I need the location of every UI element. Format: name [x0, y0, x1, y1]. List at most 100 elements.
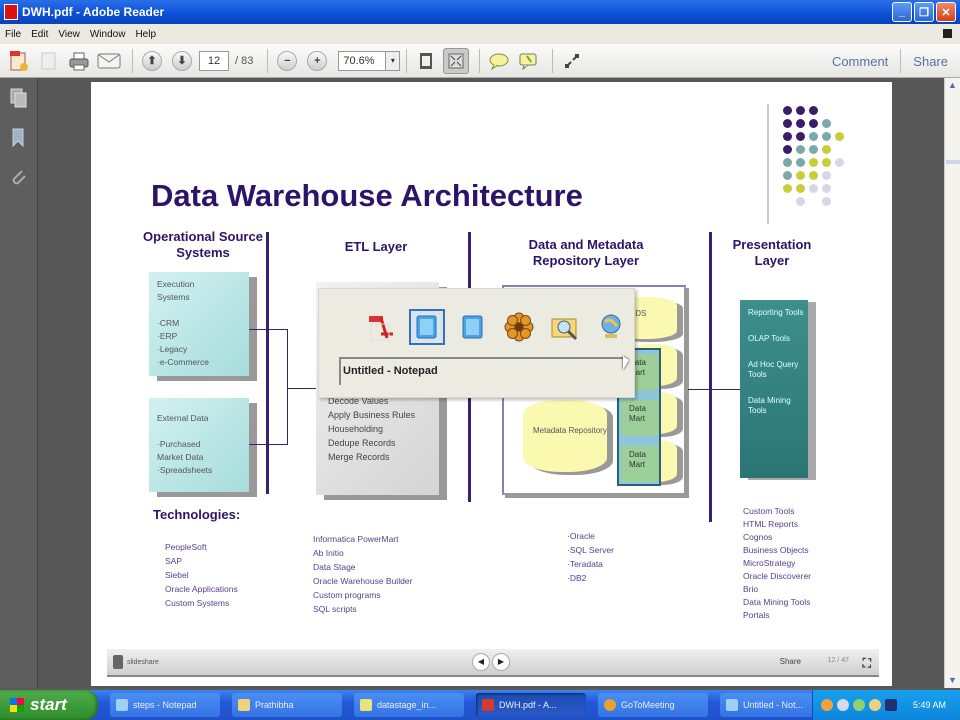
toolbar-separator — [132, 48, 133, 73]
zoom-out-button[interactable]: − — [274, 48, 300, 74]
restore-button[interactable]: ❐ — [914, 2, 934, 22]
switch-notepad-untitled[interactable] — [409, 309, 445, 345]
taskbar-item-datastage[interactable]: datastage_in... — [354, 693, 464, 717]
scroll-up-icon[interactable]: ▲ — [948, 80, 957, 90]
tray-icon[interactable] — [885, 699, 897, 711]
switch-adobe-reader[interactable] — [363, 309, 399, 345]
tray-icon[interactable] — [869, 699, 881, 711]
fullscreen-icon[interactable]: ⛶ — [862, 656, 871, 670]
menu-view[interactable]: View — [58, 28, 80, 40]
plus-icon: + — [307, 50, 328, 71]
slideshare-viewer-bar: slideshare ◀ ▶ Share 12 / 47 ⛶ — [107, 649, 879, 677]
connector-line — [249, 444, 287, 445]
gotomeeting-icon — [604, 699, 616, 711]
previous-page-button[interactable]: ⬆ — [139, 48, 165, 74]
globe-icon — [601, 314, 621, 338]
sticky-note-button[interactable] — [486, 48, 512, 74]
expand-button[interactable] — [559, 48, 585, 74]
alt-tab-selected-label: Untitled - Notepad — [339, 357, 623, 385]
notepad-icon — [726, 699, 738, 711]
create-pdf-icon — [10, 50, 28, 71]
pdf-icon — [482, 699, 494, 711]
close-button[interactable]: ✕ — [936, 2, 956, 22]
create-pdf-button[interactable] — [6, 48, 32, 74]
vertical-scrollbar[interactable]: ▲ ▼ — [944, 78, 960, 688]
scroll-thumb[interactable] — [946, 160, 960, 164]
zoom-in-button[interactable]: + — [304, 48, 330, 74]
toolbar-separator — [406, 48, 408, 73]
menu-help[interactable]: Help — [135, 28, 157, 40]
page-total: / 83 — [235, 54, 254, 67]
taskbar: start steps - Notepad Prathibha datastag… — [0, 690, 960, 720]
connector-line — [287, 329, 288, 445]
taskbar-item-untitled-notepad[interactable]: Untitled - Not... — [720, 693, 830, 717]
slideshare-icon — [113, 655, 123, 669]
email-button[interactable] — [96, 48, 122, 74]
next-slide-button[interactable]: ▶ — [492, 653, 510, 671]
previous-slide-button[interactable]: ◀ — [472, 653, 490, 671]
close-document-button[interactable] — [943, 29, 952, 38]
next-page-button[interactable]: ⬇ — [169, 48, 195, 74]
fit-page-button[interactable] — [443, 47, 470, 74]
pages-icon[interactable] — [10, 88, 28, 108]
scroll-down-icon[interactable]: ▼ — [948, 675, 957, 685]
divider-line — [266, 232, 269, 494]
bookmark-icon[interactable] — [10, 128, 28, 148]
slideshare-logo[interactable]: slideshare — [113, 655, 159, 669]
datastage-icon — [360, 699, 372, 711]
share-button[interactable]: Share — [913, 53, 948, 69]
alt-tab-switcher: Untitled - Notepad — [318, 288, 635, 398]
taskbar-item-prathibha[interactable]: Prathibha — [232, 693, 342, 717]
switch-notepad-steps[interactable] — [455, 309, 491, 345]
viewer-share-button[interactable]: Share — [779, 657, 801, 666]
notepad-icon — [462, 315, 483, 339]
arrow-up-icon: ⬆ — [142, 50, 162, 71]
tray-icon[interactable] — [837, 699, 849, 711]
presentation-tools-box: Reporting Tools OLAP Tools Ad Hoc Query … — [740, 300, 808, 478]
highlight-button[interactable] — [516, 48, 542, 74]
menu-window[interactable]: Window — [89, 28, 126, 40]
zoom-level-select[interactable]: 70.6% ▾ — [338, 50, 401, 71]
taskbar-item-dwh-pdf[interactable]: DWH.pdf - A... — [476, 693, 586, 717]
comment-button[interactable]: Comment — [831, 53, 889, 69]
fit-width-button[interactable] — [413, 48, 439, 74]
menu-edit[interactable]: Edit — [31, 28, 49, 40]
gotomeeting-flower-icon — [504, 312, 534, 342]
metadata-repository-cylinder: Metadata Repository — [523, 400, 607, 472]
minus-icon: − — [277, 50, 298, 71]
taskbar-item-gotomeeting[interactable]: GoToMeeting — [598, 693, 708, 717]
print-button[interactable] — [66, 48, 92, 74]
minimize-button[interactable]: _ — [892, 2, 912, 22]
gotomeeting-tray-icon[interactable] — [821, 699, 833, 711]
network-tray-icon[interactable] — [853, 699, 865, 711]
page-number-input[interactable]: 12 — [199, 50, 229, 71]
pdf-icon — [369, 316, 393, 341]
taskbar-item-steps-notepad[interactable]: steps - Notepad — [110, 693, 220, 717]
folder-search-icon — [551, 318, 578, 341]
system-tray: 5:49 AM — [812, 690, 960, 720]
technologies-heading: Technologies: — [153, 507, 241, 522]
notepad-icon — [116, 699, 128, 711]
envelope-icon — [97, 53, 121, 68]
divider-line — [709, 232, 712, 522]
mouse-cursor — [623, 356, 629, 370]
switch-gotomeeting[interactable] — [501, 309, 537, 345]
menu-bar: File Edit View Window Help — [0, 24, 960, 44]
switch-datastage[interactable] — [593, 309, 629, 345]
paperclip-icon[interactable] — [10, 168, 28, 188]
switch-search-folder[interactable] — [547, 309, 583, 345]
toolbar-separator — [552, 48, 554, 73]
clock: 5:49 AM — [913, 700, 947, 710]
menu-file[interactable]: File — [5, 28, 22, 40]
chevron-down-icon[interactable]: ▾ — [385, 51, 400, 70]
save-button[interactable] — [36, 48, 62, 74]
start-button[interactable]: start — [0, 690, 98, 720]
adobe-reader-icon — [4, 4, 18, 20]
expand-arrows-icon — [565, 53, 580, 68]
toolbar-separator — [900, 49, 902, 73]
window-title-bar: DWH.pdf - Adobe Reader _ ❐ ✕ — [0, 0, 960, 24]
slide-title: Data Warehouse Architecture — [151, 178, 583, 213]
speech-bubble-icon — [489, 53, 509, 70]
arrow-line — [287, 388, 317, 389]
